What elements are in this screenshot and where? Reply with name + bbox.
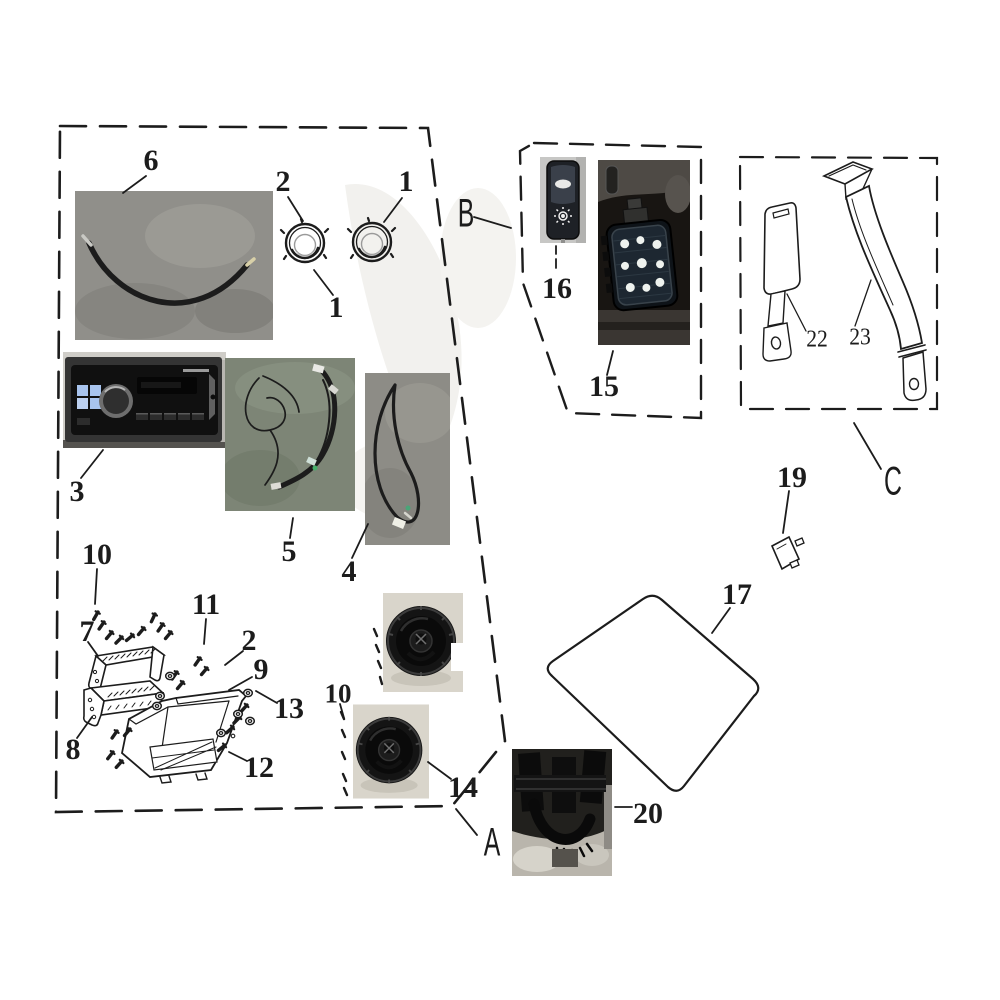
tweeter-drawing-right bbox=[346, 216, 397, 263]
callout-7: 7 bbox=[79, 615, 95, 648]
leader-group-a bbox=[455, 808, 478, 836]
callout-23: 23 bbox=[849, 324, 871, 351]
callout-17: 17 bbox=[722, 578, 752, 611]
callout-12: 12 bbox=[244, 751, 274, 784]
group-label-a: A bbox=[483, 820, 501, 865]
speaker-screw-ticks bbox=[339, 627, 384, 797]
harness-gray-wires bbox=[244, 375, 300, 486]
callout-10-speaker: 10 bbox=[324, 678, 352, 709]
leader-1-mid bbox=[313, 269, 334, 296]
leader-23 bbox=[854, 279, 872, 327]
leader-7 bbox=[87, 641, 99, 657]
photo-speaker-lower bbox=[353, 703, 429, 800]
photo-head-unit-part-3 bbox=[63, 352, 226, 448]
photo-led-light-part-15 bbox=[598, 160, 690, 345]
callout-20: 20 bbox=[633, 797, 663, 830]
cable-loop-curve bbox=[373, 383, 421, 524]
woven-straps bbox=[514, 750, 607, 813]
callout-6: 6 bbox=[143, 144, 159, 177]
group-label-b: B bbox=[457, 191, 475, 236]
clip-part-19 bbox=[770, 535, 805, 571]
photo-cable-part-6 bbox=[75, 191, 273, 340]
dashed-region-b bbox=[518, 141, 703, 420]
leader-19 bbox=[782, 490, 790, 534]
cable-curve bbox=[86, 240, 250, 306]
callout-1-mid: 1 bbox=[328, 291, 344, 324]
bracket-part-23 bbox=[821, 161, 927, 402]
leader-12 bbox=[228, 751, 248, 762]
radio-brand-text bbox=[183, 369, 209, 372]
bracket-part-8 bbox=[82, 680, 165, 727]
led-dots bbox=[620, 236, 665, 292]
panel-part-17 bbox=[546, 594, 760, 792]
callout-22: 22 bbox=[806, 326, 828, 353]
callout-11: 11 bbox=[191, 588, 221, 621]
photo-speaker-upper bbox=[383, 593, 463, 692]
photo-harness-part-5 bbox=[225, 358, 355, 511]
leader-15 bbox=[606, 350, 614, 376]
radio-button-row bbox=[77, 414, 204, 425]
leader-4 bbox=[351, 523, 369, 559]
group-label-c: C bbox=[884, 459, 902, 504]
photo-switch-part-16 bbox=[540, 157, 586, 243]
strap-loop bbox=[528, 798, 596, 845]
leader-8 bbox=[76, 716, 93, 739]
callout-16: 16 bbox=[542, 272, 572, 305]
photo-strap-part-20 bbox=[512, 749, 612, 876]
leader-group-b bbox=[473, 216, 512, 229]
dashed-region-a bbox=[54, 124, 507, 814]
leader-lines bbox=[76, 175, 882, 836]
leader-11 bbox=[203, 618, 207, 645]
led-light-unit bbox=[600, 197, 679, 312]
radio-preset-buttons bbox=[77, 385, 101, 409]
leader-2-box bbox=[224, 650, 244, 666]
leader-10-speaker bbox=[339, 703, 345, 719]
dashed-region-c bbox=[738, 155, 939, 411]
tweeter-drawing-left bbox=[279, 217, 330, 264]
callout-8: 8 bbox=[65, 733, 81, 766]
callout-13: 13 bbox=[274, 692, 304, 725]
callout-2-tweeter: 2 bbox=[275, 165, 291, 198]
callout-2-box: 2 bbox=[241, 624, 257, 657]
leader-17 bbox=[711, 607, 731, 634]
callout-19: 19 bbox=[777, 461, 807, 494]
light-symbol-icon bbox=[554, 207, 572, 225]
bracket-part-7 bbox=[87, 645, 167, 693]
callout-5: 5 bbox=[281, 535, 297, 568]
leader-22 bbox=[786, 293, 807, 332]
callout-1-top: 1 bbox=[398, 165, 414, 198]
leader-3 bbox=[80, 449, 104, 479]
leader-group-c bbox=[853, 422, 882, 470]
exploded-console-assembly bbox=[82, 609, 256, 784]
leader-6 bbox=[122, 175, 147, 194]
leader-5 bbox=[289, 517, 294, 539]
leader-10-left bbox=[94, 568, 98, 605]
leader-1-top bbox=[383, 197, 403, 223]
callout-14: 14 bbox=[448, 771, 478, 804]
switch-indicator-window bbox=[555, 179, 571, 189]
leader-2-tweeter bbox=[287, 196, 304, 222]
leader-13 bbox=[255, 690, 278, 704]
callout-3: 3 bbox=[69, 475, 85, 508]
callout-9: 9 bbox=[253, 653, 269, 686]
leader-14 bbox=[427, 761, 452, 780]
callout-10-left: 10 bbox=[82, 538, 112, 571]
leader-9 bbox=[228, 676, 253, 691]
bracket-part-22 bbox=[762, 202, 801, 362]
callout-15: 15 bbox=[589, 370, 619, 403]
harness-cyan-wire bbox=[316, 379, 331, 461]
callout-4: 4 bbox=[341, 555, 357, 588]
photo-cable-part-4 bbox=[365, 373, 450, 545]
